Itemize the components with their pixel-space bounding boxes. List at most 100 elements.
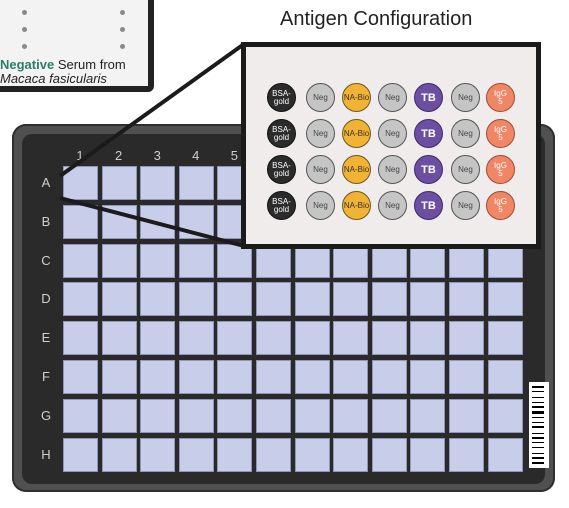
antigen-spot-neg: Neg bbox=[451, 191, 480, 220]
antigen-spot-label: Neg bbox=[458, 200, 473, 210]
well-E8 bbox=[333, 321, 369, 356]
serum-dot bbox=[22, 10, 27, 15]
antigen-spot-neg: Neg bbox=[306, 83, 335, 112]
row-label: E bbox=[41, 330, 51, 346]
serum-from-label: Serum from bbox=[54, 57, 126, 72]
well-G8 bbox=[333, 398, 369, 433]
barcode-bar bbox=[532, 426, 544, 428]
well-D2 bbox=[101, 282, 137, 317]
well-E7 bbox=[294, 321, 330, 356]
row-label: F bbox=[42, 369, 50, 384]
well-D8 bbox=[333, 282, 369, 317]
well-F5 bbox=[217, 360, 253, 394]
antigen-spot-igg: IgG 5 bbox=[486, 191, 515, 220]
well-H6 bbox=[256, 437, 291, 472]
antigen-spot-neg: Neg bbox=[451, 83, 480, 112]
well-A2 bbox=[101, 166, 137, 200]
antigen-spot-label: Neg bbox=[313, 92, 328, 102]
antigen-spot-neg: Neg bbox=[306, 191, 335, 220]
well-F3 bbox=[140, 360, 176, 394]
well-H3 bbox=[140, 437, 176, 472]
well-E5 bbox=[217, 321, 253, 356]
well-E6 bbox=[256, 321, 291, 356]
antigen-spot-nabio: NA-Bio bbox=[342, 191, 371, 220]
well-G6 bbox=[256, 398, 291, 433]
antigen-spot-label: NA-Bio bbox=[343, 128, 370, 138]
antigen-spot-neg: Neg bbox=[378, 119, 407, 148]
antigen-spot-label: Neg bbox=[385, 128, 400, 138]
serum-dot bbox=[120, 10, 125, 15]
barcode-bar bbox=[532, 453, 544, 454]
row-label: B bbox=[41, 213, 51, 229]
barcode-bar bbox=[532, 397, 544, 398]
well-E4 bbox=[178, 321, 214, 356]
row-label: A bbox=[41, 175, 51, 190]
negative-label: Negative bbox=[0, 57, 55, 72]
antigen-spot-neg: Neg bbox=[378, 191, 407, 220]
barcode-bar bbox=[532, 462, 544, 464]
well-H8 bbox=[333, 437, 369, 472]
antigen-spot-bsa: BSA- gold bbox=[267, 83, 296, 112]
well-C3 bbox=[140, 243, 176, 278]
well-E1 bbox=[63, 321, 98, 356]
antigen-spot-label: Neg bbox=[458, 128, 473, 138]
column-label: 2 bbox=[114, 148, 123, 163]
antigen-configuration-title: Antigen Configuration bbox=[280, 8, 473, 30]
antigen-spot-label: NA-Bio bbox=[343, 200, 370, 210]
antigen-spot-igg: IgG 5 bbox=[486, 83, 515, 112]
well-G11 bbox=[449, 398, 484, 433]
serum-dot bbox=[22, 44, 27, 49]
antigen-spot-label: IgG 5 bbox=[494, 88, 507, 106]
well-H7 bbox=[294, 437, 330, 472]
well-H11 bbox=[449, 437, 484, 472]
well-F1 bbox=[63, 360, 98, 394]
antigen-spot-label: Neg bbox=[385, 164, 400, 174]
well-D3 bbox=[140, 282, 176, 317]
antigen-spot-bsa: BSA- gold bbox=[267, 155, 296, 184]
well-H1 bbox=[63, 437, 98, 472]
species-label: Macaca fasicularis bbox=[0, 71, 107, 86]
well-G10 bbox=[410, 398, 446, 433]
antigen-spot-label: NA-Bio bbox=[343, 92, 370, 102]
barcode-bar bbox=[532, 406, 544, 408]
well-F11 bbox=[449, 360, 484, 394]
antigen-spot-label: TB bbox=[421, 163, 436, 176]
antigen-spot-label: TB bbox=[421, 127, 436, 140]
well-E3 bbox=[140, 321, 176, 356]
antigen-spot-nabio: NA-Bio bbox=[342, 119, 371, 148]
serum-dot bbox=[120, 27, 125, 32]
zoom-line-bottom bbox=[59, 196, 245, 248]
well-G1 bbox=[63, 398, 98, 433]
antigen-spot-label: NA-Bio bbox=[343, 164, 370, 174]
barcode-bar bbox=[532, 422, 544, 423]
antigen-spot-igg: IgG 5 bbox=[486, 119, 515, 148]
antigen-spot-label: Neg bbox=[385, 200, 400, 210]
well-G7 bbox=[294, 398, 330, 433]
antigen-spot-bsa: BSA- gold bbox=[267, 119, 296, 148]
well-E10 bbox=[410, 321, 446, 356]
antigen-spot-igg: IgG 5 bbox=[486, 155, 515, 184]
antigen-spot-label: Neg bbox=[313, 128, 328, 138]
well-D4 bbox=[178, 282, 214, 317]
antigen-spot-tb: TB bbox=[414, 155, 443, 184]
well-E9 bbox=[371, 321, 407, 356]
barcode-bar bbox=[532, 457, 544, 459]
row-label: C bbox=[41, 252, 51, 268]
antigen-spot-label: Neg bbox=[385, 92, 400, 102]
well-F8 bbox=[333, 360, 369, 394]
antigen-spot-tb: TB bbox=[414, 119, 443, 148]
barcode-bar bbox=[532, 442, 544, 443]
well-D5 bbox=[217, 282, 253, 317]
antigen-spot-label: IgG 5 bbox=[494, 196, 507, 214]
serum-caption: Negative Serum from Macaca fasicularis bbox=[0, 58, 126, 86]
well-D9 bbox=[371, 282, 407, 317]
well-D6 bbox=[256, 282, 291, 317]
well-E2 bbox=[101, 321, 137, 356]
antigen-spot-label: Neg bbox=[458, 92, 473, 102]
well-G4 bbox=[178, 398, 214, 433]
well-D12 bbox=[487, 282, 523, 317]
well-F2 bbox=[101, 360, 137, 394]
antigen-spot-label: TB bbox=[421, 91, 436, 104]
antigen-spot-label: IgG 5 bbox=[494, 124, 507, 142]
